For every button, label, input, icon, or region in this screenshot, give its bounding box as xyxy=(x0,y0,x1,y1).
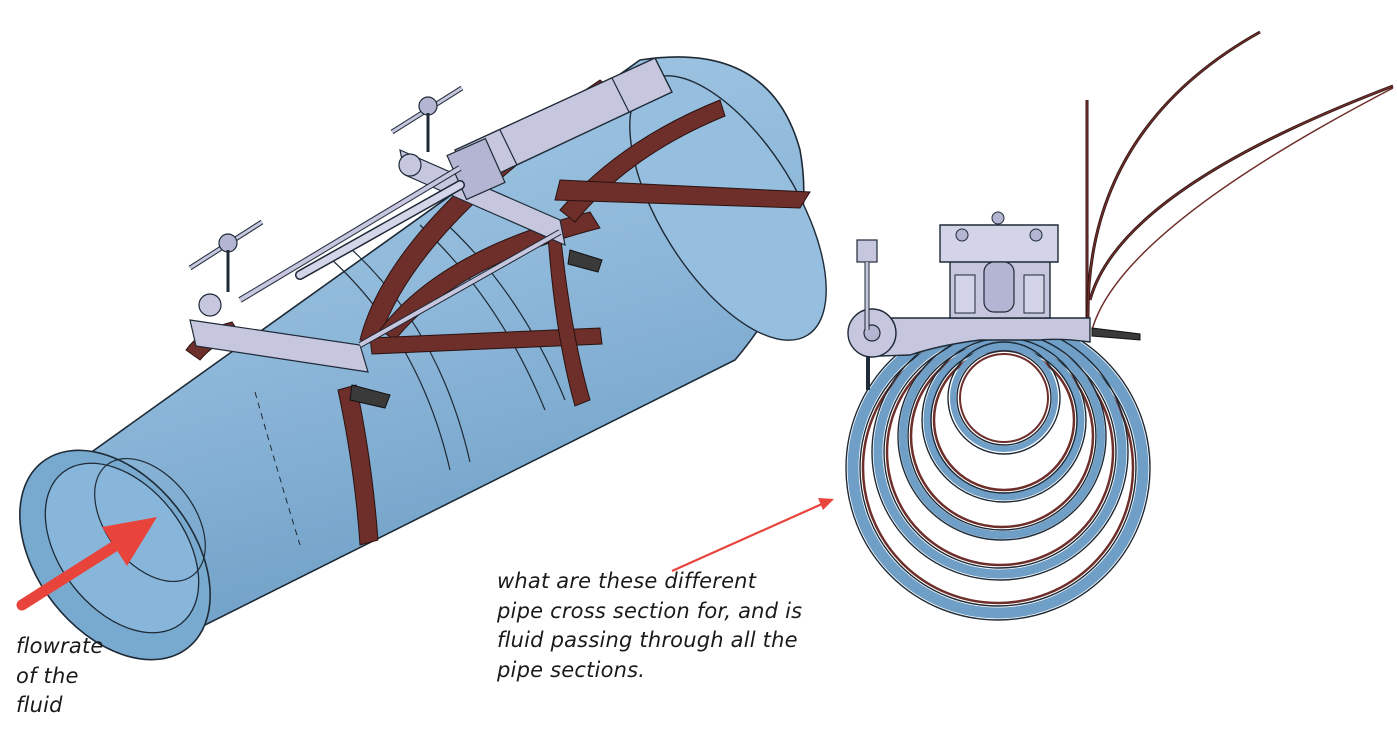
vertical-bolt-head xyxy=(856,239,878,263)
guide-rod xyxy=(359,230,561,347)
clamp-latch xyxy=(349,384,391,409)
flowrate-note: flowrate of the fluid xyxy=(16,632,104,721)
pipe-seam xyxy=(419,224,546,411)
piston-rod xyxy=(296,181,464,279)
guide-rod xyxy=(238,166,462,302)
end-view-bracket xyxy=(879,317,1091,357)
red-pointer-arrow-icon xyxy=(671,498,834,573)
cap-bolt xyxy=(955,228,969,242)
pipe-ring xyxy=(947,341,1061,455)
pipe-ring xyxy=(959,353,1049,443)
pipe-ring xyxy=(923,339,1085,501)
cylinder-fork xyxy=(954,274,976,314)
tension-bolt xyxy=(188,219,264,317)
sensor-cable xyxy=(1088,84,1394,301)
pipe-assembly xyxy=(16,56,827,661)
clamp-latch xyxy=(567,249,603,273)
sensor-cable xyxy=(1089,85,1394,301)
strap xyxy=(554,179,811,209)
question-note-line: pipe cross section for, and is xyxy=(497,598,803,623)
cylinder-knuckle xyxy=(983,261,1015,313)
question-note-line: pipe sections. xyxy=(497,657,646,682)
pipe-ring xyxy=(956,350,1052,446)
question-note-line: fluid passing through all the xyxy=(497,628,798,652)
flowrate-note-line: flowrate xyxy=(16,634,104,658)
sensor-cable xyxy=(1087,31,1261,321)
red-arrow-icon xyxy=(16,517,157,611)
side-latch xyxy=(1091,327,1141,341)
tension-bolt xyxy=(390,85,464,177)
sensor-cable xyxy=(1086,30,1261,321)
hydraulic-cylinder-band xyxy=(611,77,630,113)
hydraulic-cylinder-band xyxy=(499,129,518,166)
strap xyxy=(547,229,591,407)
pipe-seam xyxy=(439,217,566,401)
pipe-end-view xyxy=(671,30,1394,621)
flowrate-note-line: fluid xyxy=(16,693,63,717)
pipe-seam xyxy=(254,391,301,546)
cylinder-fork xyxy=(1023,274,1045,314)
strap xyxy=(337,384,379,546)
strap xyxy=(369,327,603,355)
flowrate-note-line: of the xyxy=(16,663,79,688)
sensor-cable xyxy=(1091,87,1394,331)
cap-bolt xyxy=(991,211,1005,225)
pipe-ring xyxy=(950,344,1058,452)
question-note: what are these different pipe cross sect… xyxy=(497,567,802,685)
cylinder-cap xyxy=(939,224,1059,263)
question-note-line: what are these different xyxy=(497,569,757,593)
cap-bolt xyxy=(1029,228,1043,242)
clamp-bracket xyxy=(189,319,369,373)
